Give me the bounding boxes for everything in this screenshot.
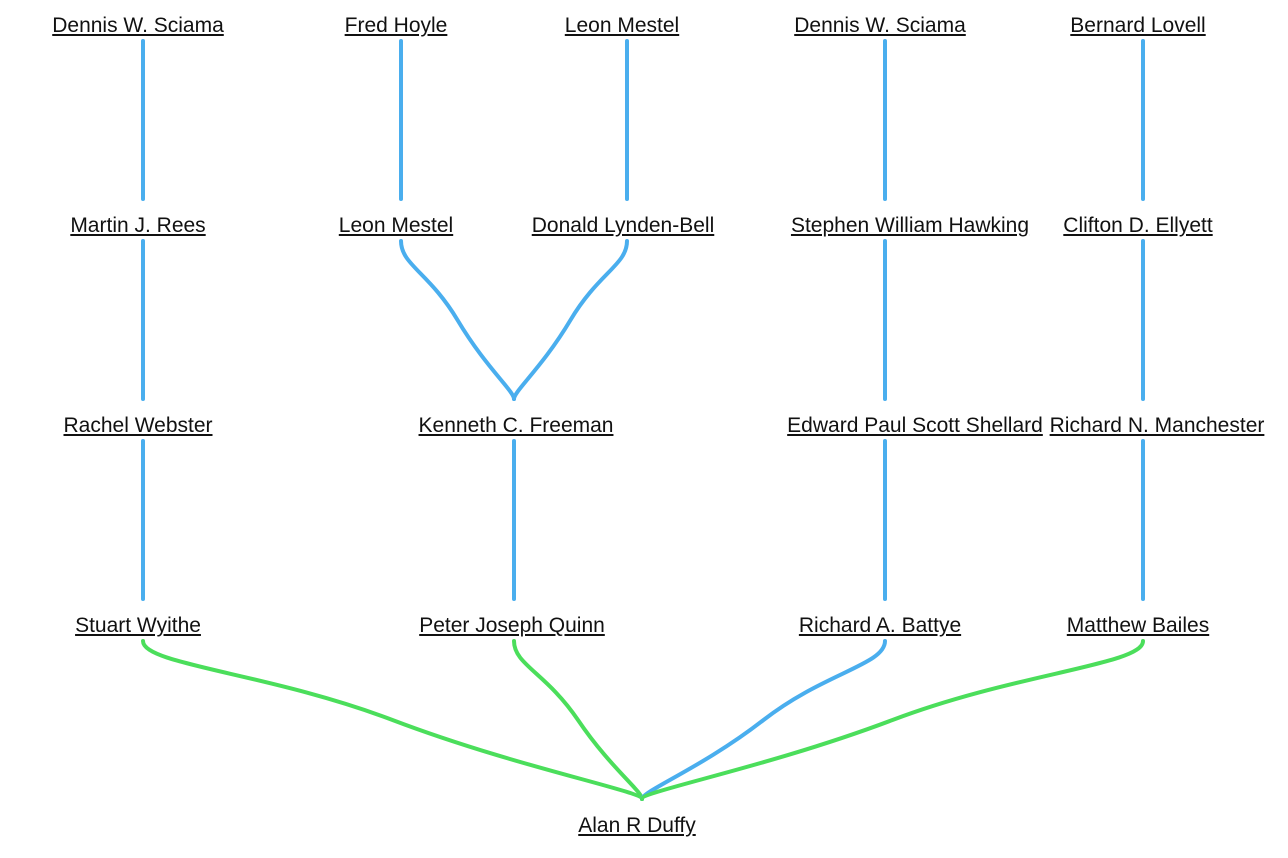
edge-bailes-to-duffy <box>640 639 1145 801</box>
person-link-matthew-bailes[interactable]: Matthew Bailes <box>1066 614 1210 637</box>
person-link-dennis-w-sciama[interactable]: Dennis W. Sciama <box>52 14 224 37</box>
person-link-alan-r-duffy[interactable]: Alan R Duffy <box>578 814 696 837</box>
person-link-donald-lynden-bell[interactable]: Donald Lynden-Bell <box>531 214 715 237</box>
person-link-clifton-d-ellyett[interactable]: Clifton D. Ellyett <box>1063 214 1213 237</box>
person-link-stuart-wyithe[interactable]: Stuart Wyithe <box>75 614 201 637</box>
person-link-fred-hoyle[interactable]: Fred Hoyle <box>344 14 448 37</box>
edge-wyithe-to-duffy <box>141 639 644 801</box>
person-link-peter-joseph-quinn[interactable]: Peter Joseph Quinn <box>419 614 605 637</box>
edge-battye-to-duffy <box>640 639 887 801</box>
person-link-martin-j-rees[interactable]: Martin J. Rees <box>70 214 206 237</box>
edge-mestel2-to-freeman <box>399 239 516 401</box>
person-link-bernard-lovell[interactable]: Bernard Lovell <box>1070 14 1206 37</box>
person-link-rachel-webster[interactable]: Rachel Webster <box>63 414 213 437</box>
person-link-leon-mestel[interactable]: Leon Mestel <box>338 214 454 237</box>
person-link-edward-paul-scott-shellard[interactable]: Edward Paul Scott Shellard <box>787 414 1043 437</box>
person-link-leon-mestel[interactable]: Leon Mestel <box>564 14 680 37</box>
person-link-richard-a-battye[interactable]: Richard A. Battye <box>798 614 962 637</box>
person-link-stephen-william-hawking[interactable]: Stephen William Hawking <box>790 214 1030 237</box>
person-link-kenneth-c-freeman[interactable]: Kenneth C. Freeman <box>418 414 614 437</box>
edge-quinn-to-duffy <box>512 639 644 801</box>
person-link-dennis-w-sciama[interactable]: Dennis W. Sciama <box>794 14 966 37</box>
person-link-richard-n-manchester[interactable]: Richard N. Manchester <box>1049 414 1265 437</box>
edge-lyndenbell-to-freeman <box>512 239 629 401</box>
